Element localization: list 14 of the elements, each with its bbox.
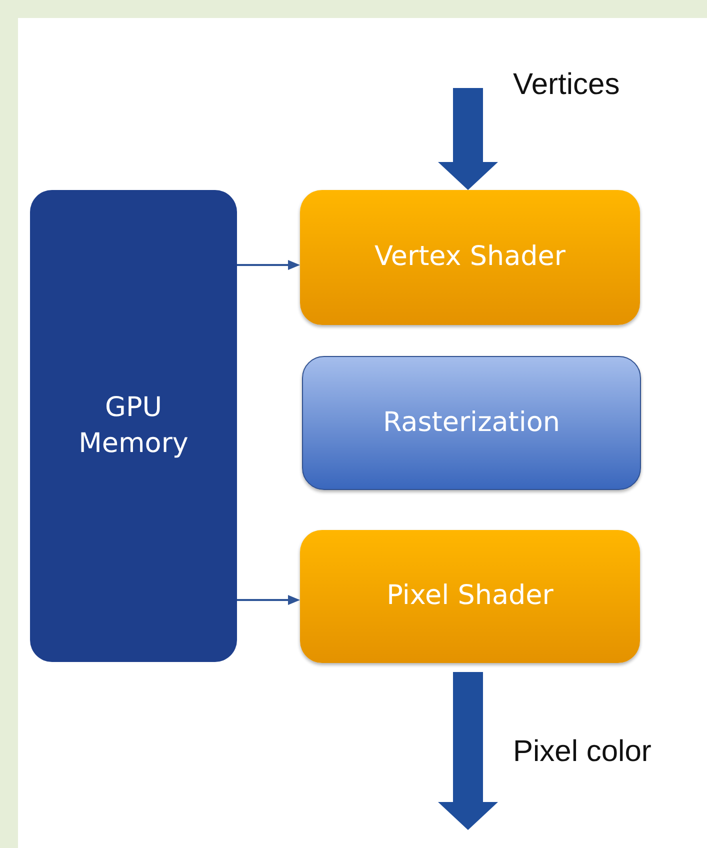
edge-label: Pixel color — [513, 735, 652, 769]
flow-arrow — [438, 88, 498, 190]
memory-block — [30, 190, 237, 662]
stage-label: Vertex Shader — [374, 240, 566, 274]
stage-label: Pixel Shader — [386, 579, 554, 614]
shader-stage-box — [300, 190, 640, 325]
flow-arrow — [438, 672, 498, 830]
stage-label: GPU Memory — [78, 390, 190, 461]
shader-stage-box — [300, 530, 640, 663]
arrow — [237, 595, 300, 605]
arrow — [237, 260, 300, 270]
edge-label: Vertices — [513, 68, 620, 102]
rasterization-stage-box — [302, 356, 641, 490]
stage-label: Rasterization — [382, 406, 560, 440]
